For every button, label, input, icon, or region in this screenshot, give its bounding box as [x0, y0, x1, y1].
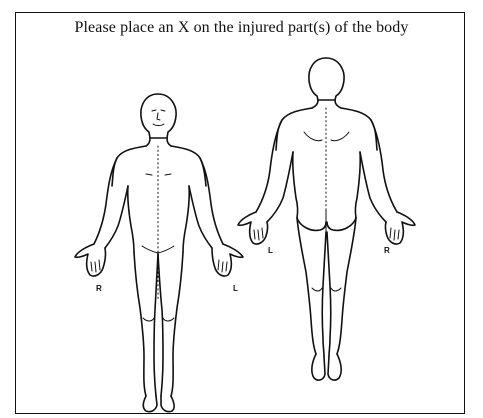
- front-left-hand[interactable]: [212, 244, 243, 276]
- front-left-leg[interactable]: [158, 252, 183, 396]
- back-head[interactable]: [309, 58, 344, 100]
- front-left-arm[interactable]: [189, 158, 223, 248]
- front-right-hand[interactable]: [75, 244, 105, 276]
- front-body-figure[interactable]: [75, 94, 243, 412]
- front-right-foot[interactable]: [143, 396, 157, 412]
- front-left-foot[interactable]: [161, 396, 174, 412]
- front-right-leg[interactable]: [134, 252, 158, 396]
- back-left-side-label: L: [268, 246, 273, 255]
- front-torso[interactable]: [112, 146, 206, 186]
- back-left-hand[interactable]: [238, 212, 268, 244]
- front-left-side-label: L: [233, 284, 238, 293]
- back-left-foot[interactable]: [312, 354, 325, 380]
- front-head[interactable]: [141, 94, 176, 138]
- back-body-figure[interactable]: [238, 58, 415, 380]
- back-left-arm[interactable]: [256, 120, 293, 222]
- back-right-foot[interactable]: [328, 354, 341, 380]
- back-right-hand[interactable]: [385, 212, 415, 244]
- front-right-arm[interactable]: [94, 158, 128, 248]
- front-right-side-label: R: [96, 284, 102, 293]
- back-right-side-label: R: [384, 246, 390, 255]
- back-right-leg[interactable]: [327, 218, 356, 356]
- back-right-arm[interactable]: [360, 120, 397, 222]
- back-left-leg[interactable]: [297, 218, 326, 356]
